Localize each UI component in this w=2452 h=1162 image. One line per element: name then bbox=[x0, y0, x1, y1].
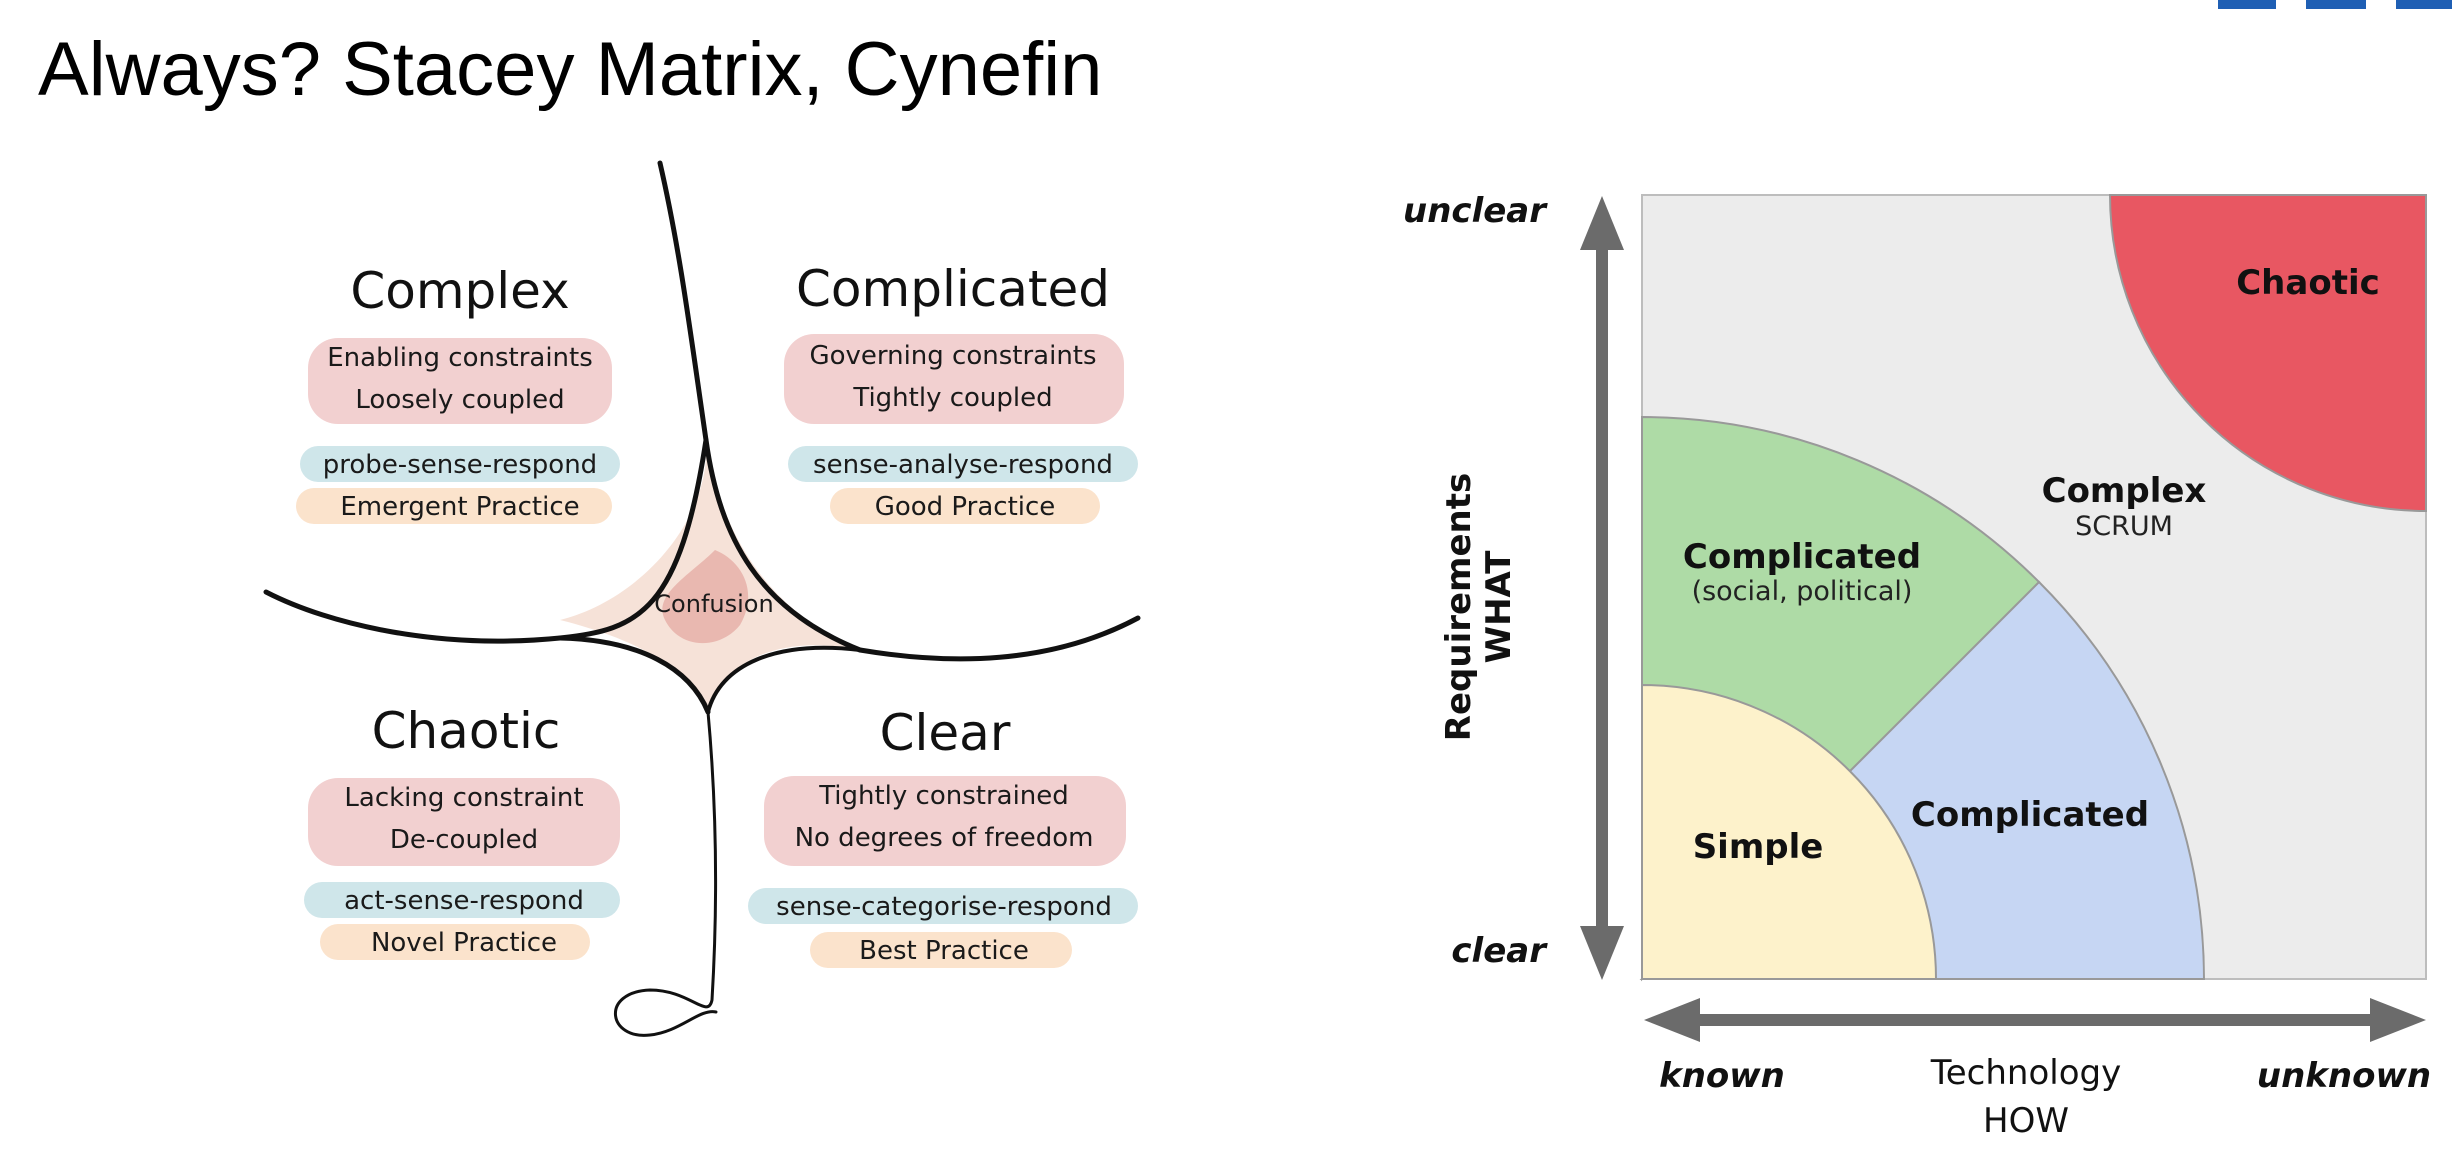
complex-constraint-highlight bbox=[308, 338, 612, 424]
complex-approach-highlight bbox=[300, 446, 620, 482]
complicated-approach-highlight bbox=[788, 446, 1138, 482]
clear-practice: Best Practice bbox=[859, 936, 1029, 966]
clear-approach: sense-categorise-respond bbox=[776, 892, 1112, 922]
stacey-complex-sub: SCRUM bbox=[2075, 511, 2173, 542]
complicated-practice-highlight bbox=[830, 488, 1100, 524]
clear-constraint-2: No degrees of freedom bbox=[795, 823, 1094, 853]
stacey-simple-region bbox=[1641, 683, 1938, 980]
clear-constraint-highlight bbox=[764, 776, 1126, 866]
y-axis-subtitle: WHAT bbox=[1479, 550, 1519, 664]
y-axis-top-label: unclear bbox=[1403, 191, 1548, 231]
clear-title: Clear bbox=[880, 704, 1011, 762]
complicated-title: Complicated bbox=[796, 260, 1110, 318]
clear-practice-highlight bbox=[810, 932, 1072, 968]
logo-mark-icon bbox=[2218, 0, 2452, 9]
complex-practice: Emergent Practice bbox=[340, 492, 579, 522]
cynefin-complicated: Complicated Governing constraints Tightl… bbox=[784, 260, 1138, 524]
clear-approach-highlight bbox=[748, 888, 1138, 924]
stacey-chaotic-region bbox=[2108, 194, 2427, 513]
y-axis-arrow-down-icon bbox=[1580, 926, 1624, 980]
slide-title: Always? Stacey Matrix, Cynefin bbox=[38, 27, 1103, 112]
y-axis-title: Requirements bbox=[1439, 473, 1479, 741]
x-axis-title: Technology bbox=[1930, 1053, 2121, 1093]
complex-constraint-1: Enabling constraints bbox=[327, 343, 593, 373]
boundary-horizontal-right bbox=[857, 615, 1141, 662]
complicated-constraint-2: Tightly coupled bbox=[852, 383, 1052, 413]
stacey-complicated-tech-region bbox=[1639, 580, 2206, 980]
complicated-constraint-1: Governing constraints bbox=[809, 341, 1096, 371]
boundary-left-lower bbox=[557, 635, 711, 715]
complex-practice-highlight bbox=[296, 488, 612, 524]
complex-title: Complex bbox=[350, 262, 569, 320]
cynefin-chaotic: Chaotic Lacking constraint De-coupled ac… bbox=[304, 702, 620, 960]
chaotic-practice-highlight bbox=[320, 924, 590, 960]
chaotic-title: Chaotic bbox=[372, 702, 561, 760]
y-axis-bottom-label: clear bbox=[1451, 931, 1548, 971]
chaotic-constraint-1: Lacking constraint bbox=[344, 783, 583, 813]
cynefin-complex: Complex Enabling constraints Loosely cou… bbox=[296, 262, 620, 524]
chaotic-approach: act-sense-respond bbox=[344, 886, 584, 916]
confusion-label: Confusion bbox=[654, 590, 773, 618]
complex-constraint-2: Loosely coupled bbox=[355, 385, 564, 415]
boundary-right-lower bbox=[706, 645, 862, 714]
stacey-chaotic-label: Chaotic bbox=[2236, 263, 2380, 303]
x-axis-arrow-left-icon bbox=[1644, 998, 1700, 1042]
confusion-core bbox=[662, 550, 749, 644]
cynefin-clear: Clear Tightly constrained No degrees of … bbox=[748, 704, 1138, 968]
x-axis-arrow-right-icon bbox=[2370, 998, 2426, 1042]
stacey-complicated-social-region bbox=[1641, 415, 2041, 982]
stacey-background bbox=[1641, 194, 2427, 980]
y-axis-arrow-up-icon bbox=[1580, 196, 1624, 250]
x-axis-right-label: unknown bbox=[2257, 1056, 2431, 1096]
company-logo bbox=[2218, 0, 2452, 9]
chaotic-approach-highlight bbox=[304, 882, 620, 918]
complicated-practice: Good Practice bbox=[875, 492, 1056, 522]
chaotic-practice: Novel Practice bbox=[371, 928, 557, 958]
clear-constraint-1: Tightly constrained bbox=[818, 781, 1069, 811]
chaotic-constraint-highlight bbox=[308, 778, 620, 866]
complicated-approach: sense-analyse-respond bbox=[813, 450, 1113, 480]
stacey-simple-label: Simple bbox=[1693, 827, 1824, 867]
boundary-vertical-bottom bbox=[614, 710, 718, 1037]
complicated-constraint-highlight bbox=[784, 334, 1124, 424]
stacey-complicated-tech-label: Complicated bbox=[1911, 795, 2149, 835]
cynefin-diagram: Confusion Complex Enabling constraints L… bbox=[263, 160, 1141, 1037]
stacey-complex-label: Complex bbox=[2042, 471, 2207, 511]
stacey-complicated-social-label: Complicated bbox=[1683, 537, 1921, 577]
complex-approach: probe-sense-respond bbox=[323, 450, 597, 480]
x-axis-subtitle: HOW bbox=[1983, 1101, 2069, 1141]
x-axis-left-label: known bbox=[1659, 1056, 1785, 1096]
stacey-complicated-social-sub: (social, political) bbox=[1692, 576, 1913, 607]
chaotic-constraint-2: De-coupled bbox=[390, 825, 538, 855]
